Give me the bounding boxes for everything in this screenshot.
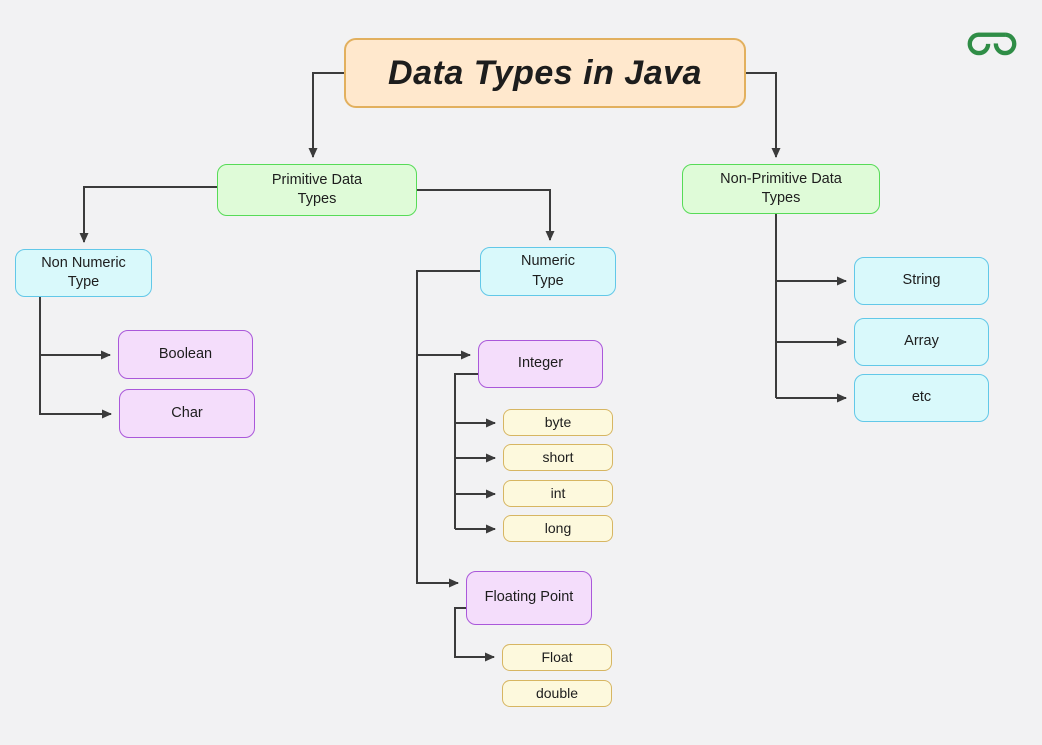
node-char: Char bbox=[119, 389, 255, 438]
node-short: short bbox=[503, 444, 613, 471]
connector-floating-point-to-float bbox=[454, 607, 495, 662]
diagram-title: Data Types in Java bbox=[388, 53, 702, 92]
geeksforgeeks-logo-icon bbox=[963, 26, 1021, 57]
connector-title-to-non-primitive bbox=[746, 72, 781, 158]
connector-integer-trunk bbox=[454, 373, 478, 529]
node-long: long bbox=[503, 515, 613, 542]
node-non-primitive-data-types: Non-Primitive Data Types bbox=[682, 164, 880, 214]
node-numeric-type: Numeric Type bbox=[480, 247, 616, 296]
connector-numeric-to-floating-point bbox=[416, 270, 480, 588]
node-int: int bbox=[503, 480, 613, 507]
node-byte: byte bbox=[503, 409, 613, 436]
node-data-types-in-java: Data Types in Java bbox=[344, 38, 746, 108]
node-boolean: Boolean bbox=[118, 330, 253, 379]
connector-primitive-to-non-numeric bbox=[79, 186, 217, 243]
node-array: Array bbox=[854, 318, 989, 366]
node-floating-point: Floating Point bbox=[466, 571, 592, 625]
node-string: String bbox=[854, 257, 989, 305]
connector-non-numeric-to-boolean bbox=[39, 297, 111, 360]
node-etc: etc bbox=[854, 374, 989, 422]
connector-title-to-primitive bbox=[308, 72, 344, 158]
node-integer: Integer bbox=[478, 340, 603, 388]
node-float: Float bbox=[502, 644, 612, 671]
connector-primitive-to-numeric bbox=[416, 189, 555, 241]
node-primitive-data-types: Primitive Data Types bbox=[217, 164, 417, 216]
node-double: double bbox=[502, 680, 612, 707]
node-non-numeric-type: Non Numeric Type bbox=[15, 249, 152, 297]
connector-non-numeric-to-char bbox=[39, 355, 112, 419]
